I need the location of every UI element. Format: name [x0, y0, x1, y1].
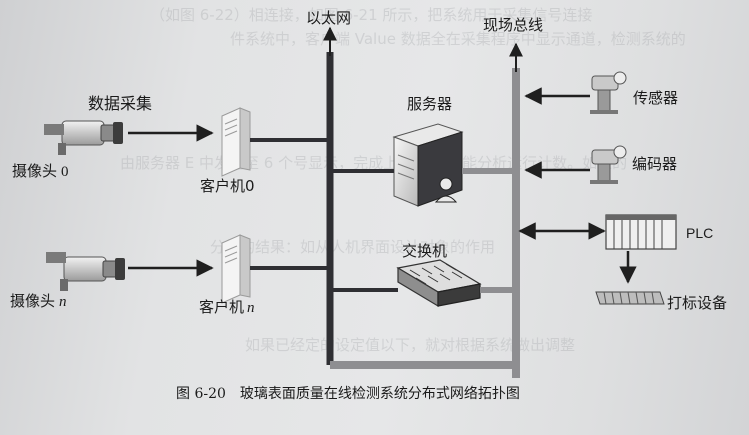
server-label: 服务器 — [407, 95, 453, 113]
figure-title: 玻璃表面质量在线检测系统分布式网络拓扑图 — [239, 386, 520, 402]
plc-icon — [605, 214, 677, 250]
bleed-text-2: 件系统中，客户端 Value 数据全在采集程序中显示通道，检测系统的 — [230, 30, 686, 48]
bleed-text-4: 分析的结果：如从人机界面设计对象的作用 — [210, 238, 496, 256]
camera-n-icon — [46, 252, 125, 291]
switch-icon — [396, 259, 482, 308]
encoder-label: 编码器 — [632, 155, 678, 173]
camera-n-index: n — [59, 294, 67, 310]
client-0-icon — [221, 107, 251, 177]
camera-n-text: 摄像头 — [10, 292, 56, 310]
client-0-label: 客户机0 — [200, 177, 255, 195]
data-acquisition-label: 数据采集 — [88, 94, 153, 113]
client-n-index: n — [247, 300, 255, 316]
figure-number: 图 6-20 — [176, 386, 226, 402]
marking-device-icon — [595, 291, 665, 305]
ethernet-label: 以太网 — [306, 9, 352, 27]
sensor-label: 传感器 — [633, 89, 679, 107]
bleed-text-1: （如图 6-22）相连接，如图 6-21 所示，把系统用于采集信号连接 — [150, 6, 593, 24]
camera-0-icon — [44, 120, 123, 155]
marking-device-label: 打标设备 — [667, 294, 728, 312]
plc-label: PLC — [686, 225, 714, 241]
switch-label: 交换机 — [402, 242, 448, 260]
encoder-icon — [590, 145, 627, 184]
camera-0-index: 0 — [61, 164, 69, 180]
figure-caption: 图 6-20 玻璃表面质量在线检测系统分布式网络拓扑图 — [176, 383, 520, 403]
fieldbus-label: 现场总线 — [483, 16, 544, 34]
client-n-icon — [221, 234, 251, 304]
client-n-text: 客户机 — [199, 298, 245, 316]
camera-0-text: 摄像头 — [12, 162, 58, 180]
sensor-icon — [590, 71, 627, 114]
server-icon — [392, 123, 464, 207]
